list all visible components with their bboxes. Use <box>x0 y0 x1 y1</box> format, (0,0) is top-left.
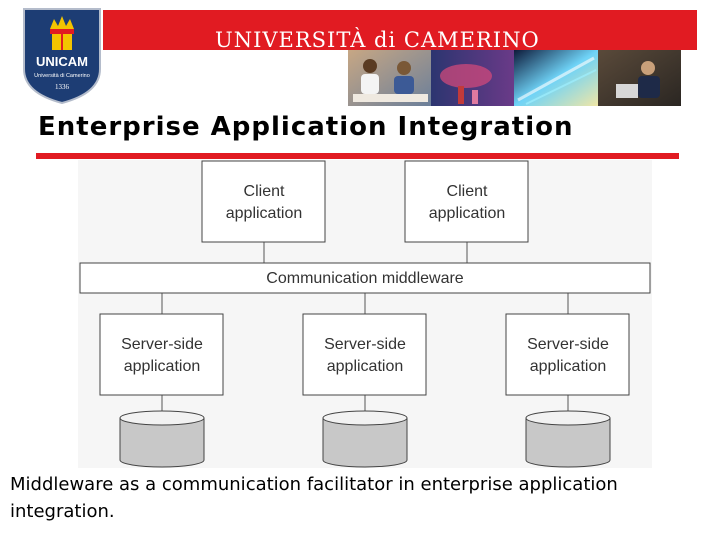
server-label-line1: Server-side <box>324 336 406 353</box>
server-side-application-box: Server-side application <box>505 313 630 396</box>
client-application-box: Client application <box>201 160 326 243</box>
server-label-line2: application <box>530 358 607 375</box>
client-label-line2: application <box>226 205 303 222</box>
middleware-label: Communication middleware <box>266 270 464 287</box>
photo-strip <box>348 50 681 106</box>
middleware-diagram: Client application Client application Co… <box>78 160 652 468</box>
database-icon <box>119 410 205 468</box>
logo-year: 1336 <box>55 83 70 91</box>
title-underline <box>36 153 679 159</box>
logo-subtitle: Università di Camerino <box>34 73 90 79</box>
unicam-logo: UNICAM Università di Camerino 1336 <box>23 8 101 105</box>
header-band: UNIVERSITÀ di CAMERINO <box>103 10 697 52</box>
server-label-line2: application <box>327 358 404 375</box>
figure-caption: Middleware as a communication facilitato… <box>10 474 618 522</box>
client-label-line2: application <box>429 205 506 222</box>
university-name: UNIVERSITÀ di CAMERINO <box>215 28 540 52</box>
logo-shield <box>23 8 101 105</box>
server-side-application-box: Server-side application <box>99 313 224 396</box>
communication-middleware-bar: Communication middleware <box>79 262 651 294</box>
database-icon <box>322 410 408 468</box>
server-side-application-box: Server-side application <box>302 313 427 396</box>
database-icon <box>525 410 611 468</box>
crown-icon <box>50 16 74 50</box>
slide-title: Enterprise Application Integration <box>38 112 574 142</box>
server-label-line1: Server-side <box>121 336 203 353</box>
server-label-line2: application <box>124 358 201 375</box>
connector-lines <box>161 242 569 412</box>
client-application-box: Client application <box>404 160 529 243</box>
server-label-line1: Server-side <box>527 336 609 353</box>
logo-acronym: UNICAM <box>36 54 88 69</box>
client-label-line1: Client <box>244 183 285 200</box>
client-label-line1: Client <box>447 183 488 200</box>
